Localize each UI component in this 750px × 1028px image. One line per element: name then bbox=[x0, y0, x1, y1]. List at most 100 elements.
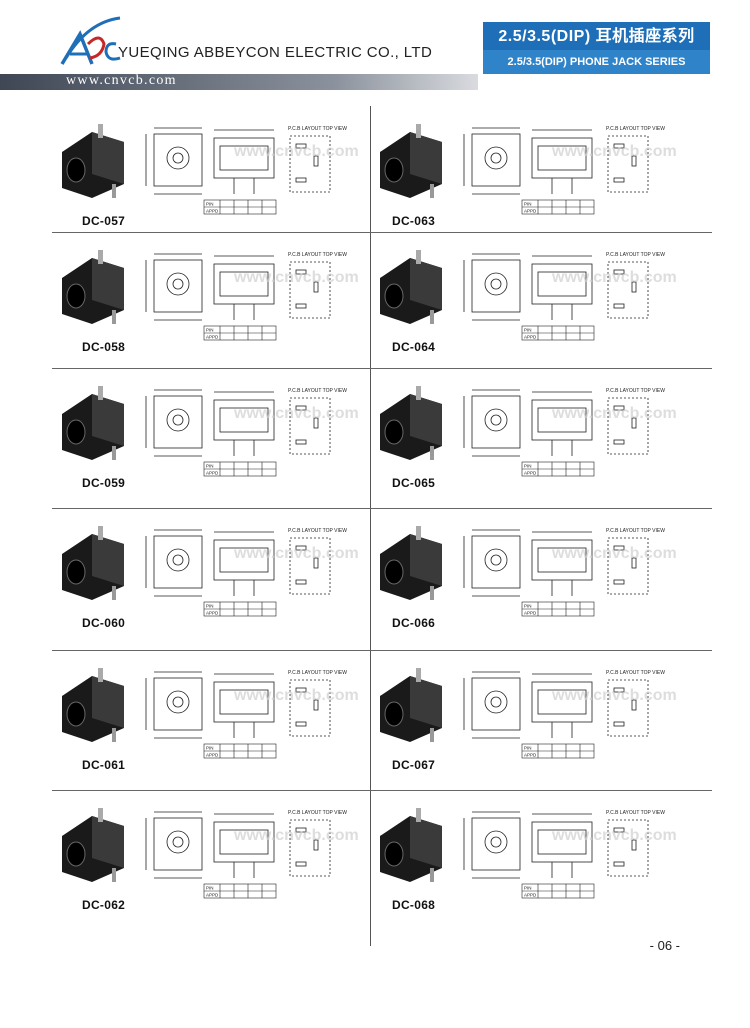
watermark: www.cnvcb.com bbox=[233, 405, 359, 422]
appd-label: APPD bbox=[524, 611, 537, 616]
pin-label: PIN bbox=[206, 746, 214, 751]
pin-label: PIN bbox=[524, 604, 532, 609]
appd-label: APPD bbox=[524, 471, 537, 476]
product-cell: P.C.B LAYOUT TOP VIEW PIN APPD www.cnvcb.co… bbox=[372, 652, 690, 792]
pcb-layout-label: P.C.B LAYOUT TOP VIEW bbox=[288, 810, 347, 816]
side-view-drawing bbox=[531, 255, 593, 320]
technical-drawing: P.C.B LAYOUT TOP VIEWPINAPPDwww.cnvcb.co… bbox=[62, 526, 359, 617]
jack-photo bbox=[380, 668, 442, 742]
series-title-cn: 2.5/3.5(DIP) 耳机插座系列 bbox=[483, 22, 710, 52]
pin-label: PIN bbox=[206, 328, 214, 333]
technical-drawing: P.C.B LAYOUT TOP VIEW PIN APPD www.cnvcb.co… bbox=[380, 808, 677, 899]
pcb-layout-label: P.C.B LAYOUT TOP VIEW bbox=[606, 388, 665, 394]
model-number: DC-066 bbox=[392, 616, 436, 630]
watermark: www.cnvcb.com bbox=[233, 269, 359, 286]
appd-label: APPD bbox=[524, 209, 537, 214]
pcb-layout-drawing bbox=[289, 679, 331, 737]
technical-drawing: P.C.B LAYOUT TOP VIEWPINAPPDwww.cnvcb.co… bbox=[380, 124, 677, 215]
model-number: DC-057 bbox=[82, 214, 126, 228]
watermark: www.cnvcb.com bbox=[551, 545, 677, 562]
model-number: DC-063 bbox=[392, 214, 436, 228]
website-url: www.cnvcb.com bbox=[66, 73, 177, 88]
row-divider bbox=[52, 368, 712, 369]
pin-label: PIN bbox=[206, 604, 214, 609]
watermark: www.cnvcb.com bbox=[233, 827, 359, 844]
pcb-layout-drawing bbox=[607, 261, 649, 319]
pin-label: PIN bbox=[206, 202, 214, 207]
pcb-layout-label: P.C.B LAYOUT TOP VIEW bbox=[288, 670, 347, 676]
pin-table bbox=[203, 461, 277, 477]
technical-drawing: P.C.B LAYOUT TOP VIEWPINAPPDwww.cnvcb.co… bbox=[380, 386, 677, 477]
front-view-drawing bbox=[463, 529, 521, 597]
model-number: DC-059 bbox=[82, 476, 126, 490]
side-view-drawing bbox=[213, 129, 275, 194]
side-view-drawing bbox=[213, 531, 275, 596]
pcb-layout-drawing bbox=[289, 537, 331, 595]
jack-photo bbox=[62, 808, 124, 882]
side-view-drawing bbox=[531, 531, 593, 596]
pin-label: PIN bbox=[524, 464, 532, 469]
technical-drawing: P.C.B LAYOUT TOP VIEWPINAPPDwww.cnvcb.co… bbox=[62, 668, 359, 759]
pcb-layout-label: P.C.B LAYOUT TOP VIEW bbox=[606, 810, 665, 816]
front-view-drawing bbox=[145, 671, 203, 739]
technical-drawing: P.C.B LAYOUT TOP VIEWPINAPPDwww.cnvcb.co… bbox=[380, 526, 677, 617]
technical-drawing: P.C.B LAYOUT TOP VIEW PIN APPD www.cnvcb.co… bbox=[380, 668, 677, 759]
model-number: DC-058 bbox=[82, 340, 126, 354]
front-view-drawing bbox=[463, 253, 521, 321]
jack-photo bbox=[380, 250, 442, 324]
series-title-box: 2.5/3.5(DIP) 耳机插座系列 2.5/3.5(DIP) PHONE J… bbox=[483, 22, 710, 74]
pin-table bbox=[203, 743, 277, 759]
pcb-layout-label: P.C.B LAYOUT TOP VIEW bbox=[288, 252, 347, 258]
appd-label: APPD bbox=[206, 471, 219, 476]
jack-photo bbox=[380, 526, 442, 600]
pcb-layout-label: P.C.B LAYOUT TOP VIEW bbox=[606, 670, 665, 676]
front-view-drawing bbox=[145, 529, 203, 597]
side-view-drawing bbox=[531, 813, 593, 878]
company-name: YUEQING ABBEYCON ELECTRIC CO., LTD bbox=[118, 44, 433, 61]
appd-label: APPD bbox=[206, 893, 219, 898]
watermark: www.cnvcb.com bbox=[551, 269, 677, 286]
watermark: www.cnvcb.com bbox=[551, 143, 677, 160]
model-number: DC-065 bbox=[392, 476, 436, 490]
pin-label: PIN bbox=[524, 746, 532, 751]
pin-table bbox=[521, 461, 595, 477]
pcb-layout-drawing bbox=[607, 135, 649, 193]
pcb-layout-drawing bbox=[289, 135, 331, 193]
pcb-layout-drawing bbox=[607, 819, 649, 877]
front-view-drawing bbox=[463, 811, 521, 879]
page-number: - 06 - bbox=[649, 938, 680, 953]
abc-logo-icon bbox=[60, 16, 121, 65]
model-number: DC-067 bbox=[392, 758, 436, 772]
appd-label: APPD bbox=[524, 753, 537, 758]
appd-label: APPD bbox=[524, 335, 537, 340]
front-view-drawing bbox=[463, 127, 521, 195]
pcb-layout-label: P.C.B LAYOUT TOP VIEW bbox=[288, 528, 347, 534]
watermark: www.cnvcb.com bbox=[233, 545, 359, 562]
side-view-drawing bbox=[213, 391, 275, 456]
watermark: www.cnvcb.com bbox=[551, 687, 677, 704]
pcb-layout-drawing bbox=[289, 819, 331, 877]
watermark: www.cnvcb.com bbox=[551, 827, 677, 844]
pcb-layout-drawing bbox=[607, 397, 649, 455]
appd-label: APPD bbox=[206, 753, 219, 758]
appd-label: APPD bbox=[524, 893, 537, 898]
pin-table bbox=[203, 601, 277, 617]
series-title-en: 2.5/3.5(DIP) PHONE JACK SERIES bbox=[483, 50, 710, 74]
pin-label: PIN bbox=[524, 328, 532, 333]
jack-photo bbox=[62, 386, 124, 460]
side-view-drawing bbox=[531, 129, 593, 194]
pin-table bbox=[521, 883, 595, 899]
pcb-layout-label: P.C.B LAYOUT TOP VIEW bbox=[606, 252, 665, 258]
appd-label: APPD bbox=[206, 335, 219, 340]
model-number: DC-061 bbox=[82, 758, 126, 772]
jack-photo bbox=[380, 124, 442, 198]
pcb-layout-drawing bbox=[289, 397, 331, 455]
jack-photo bbox=[62, 250, 124, 324]
product-grid bbox=[52, 106, 712, 946]
pin-label: PIN bbox=[524, 886, 532, 891]
